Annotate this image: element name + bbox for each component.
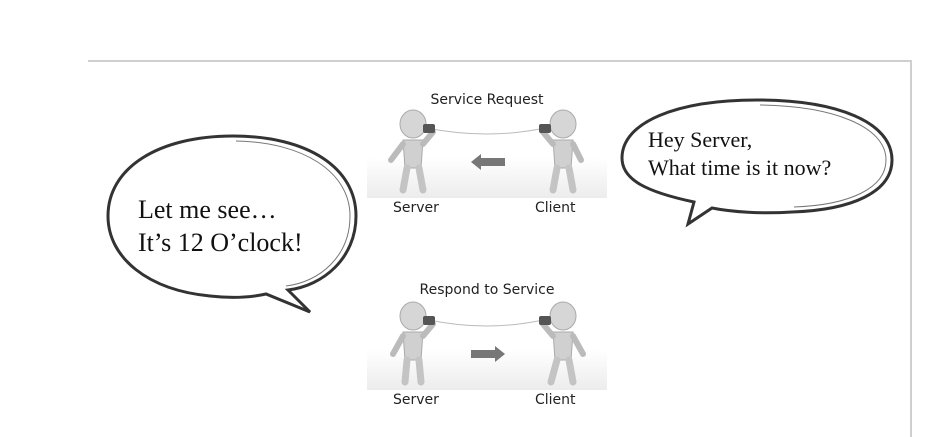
arrow-left-icon — [471, 154, 505, 170]
server-bubble-line1: Let me see… — [138, 195, 277, 224]
frame-top-border — [88, 60, 911, 62]
service-request-title: Service Request — [430, 92, 544, 108]
server-label: Server — [393, 392, 439, 408]
server-figure — [388, 109, 436, 194]
client-figure — [539, 301, 586, 386]
can-phone-icon — [423, 316, 435, 325]
frame-right-border — [910, 60, 912, 437]
client-figure — [539, 109, 584, 194]
string-line — [428, 319, 544, 327]
can-phone-icon — [423, 124, 435, 133]
can-phone-icon — [539, 316, 551, 325]
string-line — [426, 127, 546, 135]
server-speech-bubble: Let me see… It’s 12 O’clock! — [98, 128, 368, 318]
client-label: Client — [535, 200, 576, 216]
respond-to-service-title: Respond to Service — [419, 282, 555, 298]
server-bubble-shape — [106, 134, 358, 314]
server-bubble-line2: It’s 12 O’clock! — [138, 227, 303, 257]
can-phone-icon — [539, 124, 551, 133]
service-request-panel: Service Request Server Client — [367, 88, 607, 228]
client-bubble-line1: Hey Server, — [648, 127, 753, 152]
client-bubble-line2: What time is it now? — [648, 154, 832, 180]
respond-to-service-panel: Respond to Service Server Client — [367, 280, 607, 420]
server-label: Server — [393, 200, 439, 216]
client-label: Client — [535, 392, 576, 408]
client-bubble-shape — [620, 98, 894, 228]
server-figure — [390, 301, 436, 386]
client-speech-bubble: Hey Server, What time is it now? — [612, 92, 902, 230]
arrow-right-icon — [471, 346, 505, 362]
